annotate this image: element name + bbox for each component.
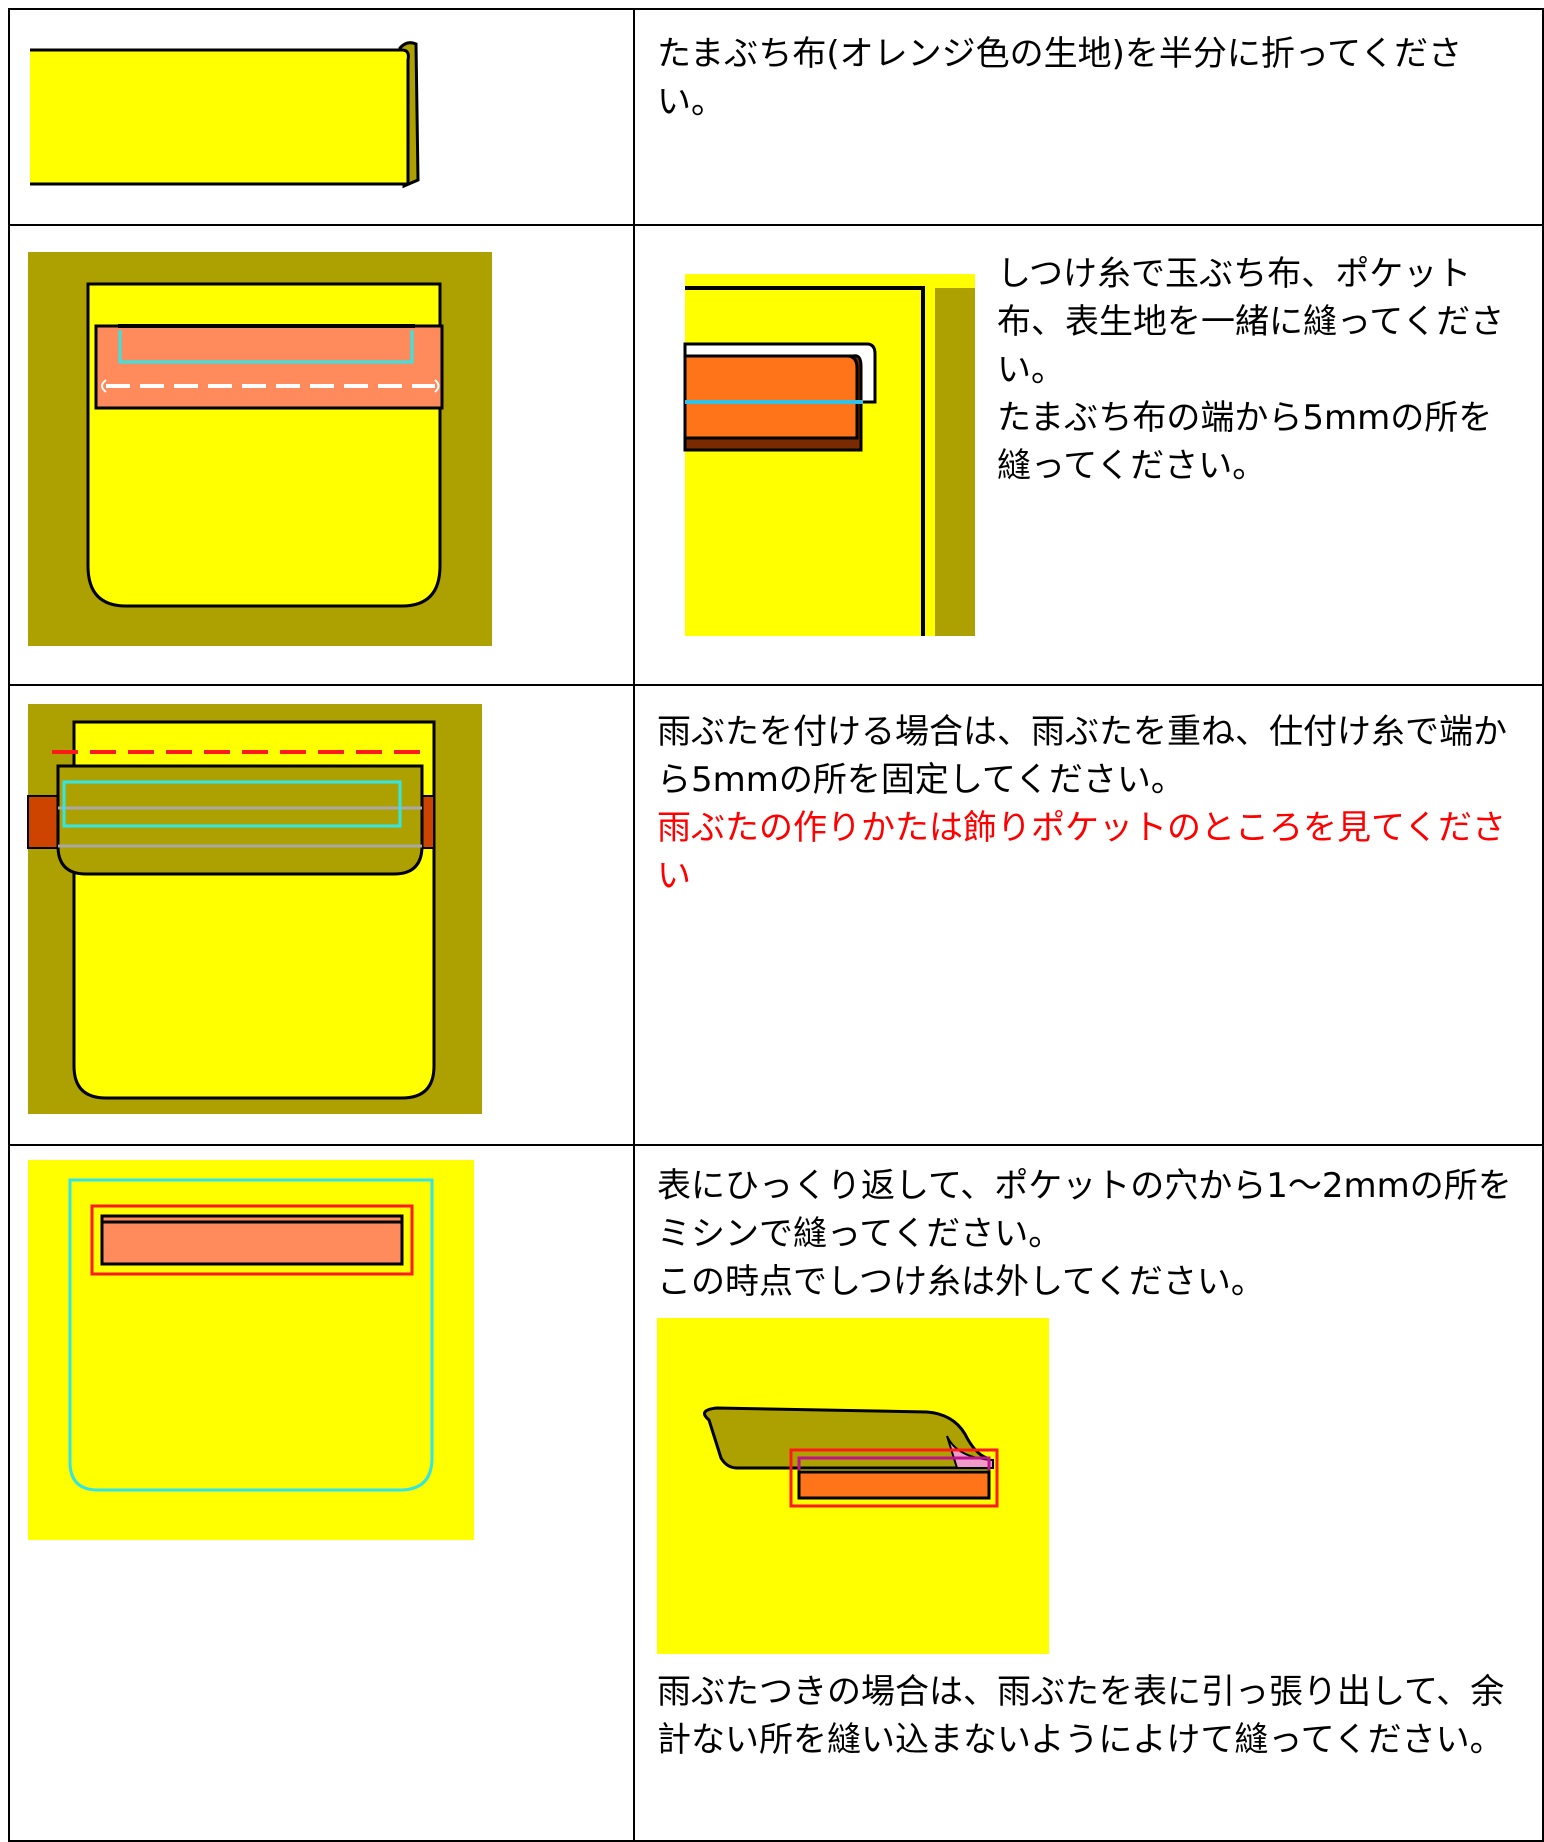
step-1-text: たまぶち布(オレンジ色の生地)を半分に折ってください。 — [657, 34, 1463, 122]
basting-detail-illustration — [683, 274, 975, 636]
flap-attach-illustration — [27, 704, 482, 1114]
step-2-illustration-cell — [8, 224, 635, 686]
steps-table: たまぶち布(オレンジ色の生地)を半分に折ってください。 — [8, 8, 1544, 1842]
step-row-3: 雨ぶたを付ける場合は、雨ぶたを重ね、仕付け糸で端から5mmの所を固定してください… — [8, 684, 1544, 1146]
step-4-illustration-cell — [8, 1144, 635, 1842]
basting-pocket-illustration — [28, 252, 492, 646]
step-4-text-2: この時点でしつけ糸は外してください。 — [657, 1262, 1265, 1302]
step-2-text: しつけ糸で玉ぶち布、ポケット布、表生地を一緒に縫ってください。 — [997, 254, 1505, 390]
folded-binding-illustration — [30, 41, 420, 189]
step-4-text: 表にひっくり返して、ポケットの穴から1～2mmの所をミシンで縫ってください。 — [657, 1166, 1512, 1254]
topstitch-pocket-illustration — [28, 1160, 474, 1540]
step-2-text-2: たまぶち布の端から5mmの所を縫ってください。 — [997, 398, 1493, 486]
instruction-sheet: たまぶち布(オレンジ色の生地)を半分に折ってください。 — [8, 8, 1544, 1842]
step-3-illustration-cell — [8, 684, 635, 1146]
step-2-text-cell: しつけ糸で玉ぶち布、ポケット布、表生地を一緒に縫ってください。 たまぶち布の端か… — [633, 224, 1544, 686]
step-1-text-cell: たまぶち布(オレンジ色の生地)を半分に折ってください。 — [633, 8, 1544, 226]
step-row-4: 表にひっくり返して、ポケットの穴から1～2mmの所をミシンで縫ってください。 こ… — [8, 1144, 1544, 1842]
step-3-text: 雨ぶたを付ける場合は、雨ぶたを重ね、仕付け糸で端から5mmの所を固定してください… — [657, 712, 1507, 800]
step-1-illustration-cell — [8, 8, 635, 226]
flap-topstitch-detail-illustration — [657, 1318, 1049, 1654]
step-3-text-cell: 雨ぶたを付ける場合は、雨ぶたを重ね、仕付け糸で端から5mmの所を固定してください… — [633, 684, 1544, 1146]
step-row-2: しつけ糸で玉ぶち布、ポケット布、表生地を一緒に縫ってください。 たまぶち布の端か… — [8, 224, 1544, 686]
step-3-note: 雨ぶたの作りかたは飾りポケットのところを見てください — [657, 808, 1506, 896]
step-row-1: たまぶち布(オレンジ色の生地)を半分に折ってください。 — [8, 8, 1544, 226]
step-4-text-cell: 表にひっくり返して、ポケットの穴から1～2mmの所をミシンで縫ってください。 こ… — [633, 1144, 1544, 1842]
step-4-text-3: 雨ぶたつきの場合は、雨ぶたを表に引っ張り出して、余計ない所を縫い込まないようによ… — [657, 1672, 1505, 1760]
